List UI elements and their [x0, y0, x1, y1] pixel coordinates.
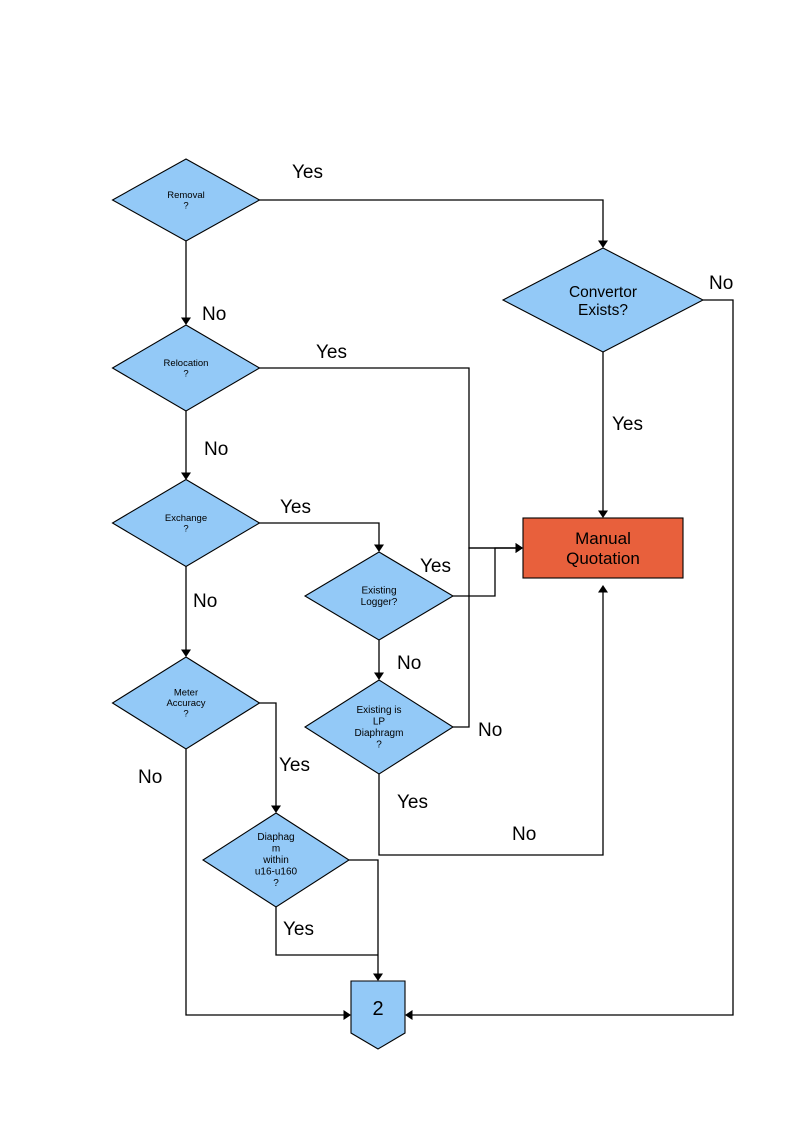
edge-path — [259, 199, 604, 241]
arrow-head-icon — [373, 973, 383, 981]
edge-path — [275, 907, 378, 956]
arrow-head-icon — [515, 543, 523, 553]
node-relocation[interactable]: Relocation? — [111, 324, 261, 412]
decision-diamond — [501, 247, 705, 353]
edge-removal-to-convertor — [259, 199, 608, 248]
edge-label-convertor-yes: Yes — [612, 414, 643, 435]
edge-label-removal-yes: Yes — [292, 162, 323, 183]
edge-path — [259, 367, 516, 549]
edge-path — [412, 299, 734, 1016]
decision-diamond — [201, 812, 351, 908]
edge-label-convertor-no: No — [709, 273, 733, 294]
edge-label-lp-diaphragm-no: No — [478, 720, 502, 741]
edge-removal-to-relocation — [181, 241, 191, 325]
edge-path — [259, 702, 277, 806]
edge-meter-yes-to-diaphagm — [259, 702, 281, 813]
decision-diamond — [111, 158, 261, 242]
edge-path — [453, 547, 516, 728]
node-connector-2[interactable]: 2 — [350, 980, 406, 1050]
edge-path — [378, 592, 604, 856]
edges-layer — [181, 199, 734, 1020]
arrow-head-icon — [181, 317, 191, 325]
edge-meter-no-to-connector — [185, 749, 351, 1020]
arrow-head-icon — [374, 672, 384, 680]
decision-diamond — [303, 679, 455, 775]
edge-logger-to-lp-diaphragm — [374, 640, 384, 680]
decision-diamond — [111, 324, 261, 412]
process-box — [522, 517, 684, 579]
arrow-head-icon — [598, 585, 608, 593]
edge-label-relocation-no: No — [204, 439, 228, 460]
edge-path — [259, 522, 380, 545]
edge-convertor-yes-to-manual — [598, 352, 608, 518]
edge-label-existing-logger-no: No — [397, 653, 421, 674]
edge-label-meter-accuracy-yes: Yes — [279, 755, 310, 776]
decision-diamond — [111, 478, 261, 568]
edge-exchange-to-existing-logger — [259, 522, 384, 552]
arrow-head-icon — [181, 472, 191, 480]
arrow-head-icon — [181, 649, 191, 657]
arrow-head-icon — [271, 805, 281, 813]
arrow-head-icon — [598, 240, 608, 248]
edge-lp-no-to-manual — [453, 543, 523, 728]
edge-diaphagm-no-to-connector — [349, 859, 383, 981]
edge-label-exchange-no: No — [193, 591, 217, 612]
node-label: Removal? — [167, 190, 205, 212]
edge-label-lp-diaphragm-yes: Yes — [397, 792, 428, 813]
edge-path — [453, 547, 516, 597]
edge-label-diaphagm-yes: Yes — [283, 919, 314, 940]
node-label: 2 — [372, 998, 383, 1020]
arrow-head-icon — [374, 544, 384, 552]
decision-diamond — [111, 656, 261, 750]
edge-label-exchange-yes: Yes — [280, 497, 311, 518]
edge-path — [185, 749, 344, 1016]
edge-exchange-to-meter-accuracy — [181, 566, 191, 657]
edge-logger-yes-to-manual — [453, 543, 523, 597]
arrow-head-icon — [598, 510, 608, 518]
edge-relocation-to-manual — [259, 367, 523, 553]
edge-label-meter-accuracy-no: No — [138, 767, 162, 788]
node-label: Exchange? — [165, 513, 207, 535]
edge-convertor-no-to-connector — [405, 299, 734, 1020]
edge-diaphagm-yes-to-connector — [275, 907, 378, 956]
node-label: Relocation? — [164, 358, 209, 380]
node-removal[interactable]: Removal? — [111, 158, 261, 242]
edge-label-removal-no: No — [202, 304, 226, 325]
edge-relocation-to-exchange — [181, 411, 191, 480]
decision-diamond — [303, 551, 455, 641]
arrow-head-icon — [343, 1010, 351, 1020]
offpage-connector — [350, 980, 406, 1050]
edge-lp-yes-to-manual — [378, 585, 608, 856]
edge-label-relocation-yes: Yes — [316, 342, 347, 363]
arrow-head-icon — [405, 1010, 413, 1020]
edge-label-existing-logger-yes: Yes — [420, 556, 451, 577]
edge-path — [349, 859, 379, 974]
node-exchange[interactable]: Exchange? — [111, 478, 261, 568]
edge-label-bottom-no: No — [512, 824, 536, 845]
